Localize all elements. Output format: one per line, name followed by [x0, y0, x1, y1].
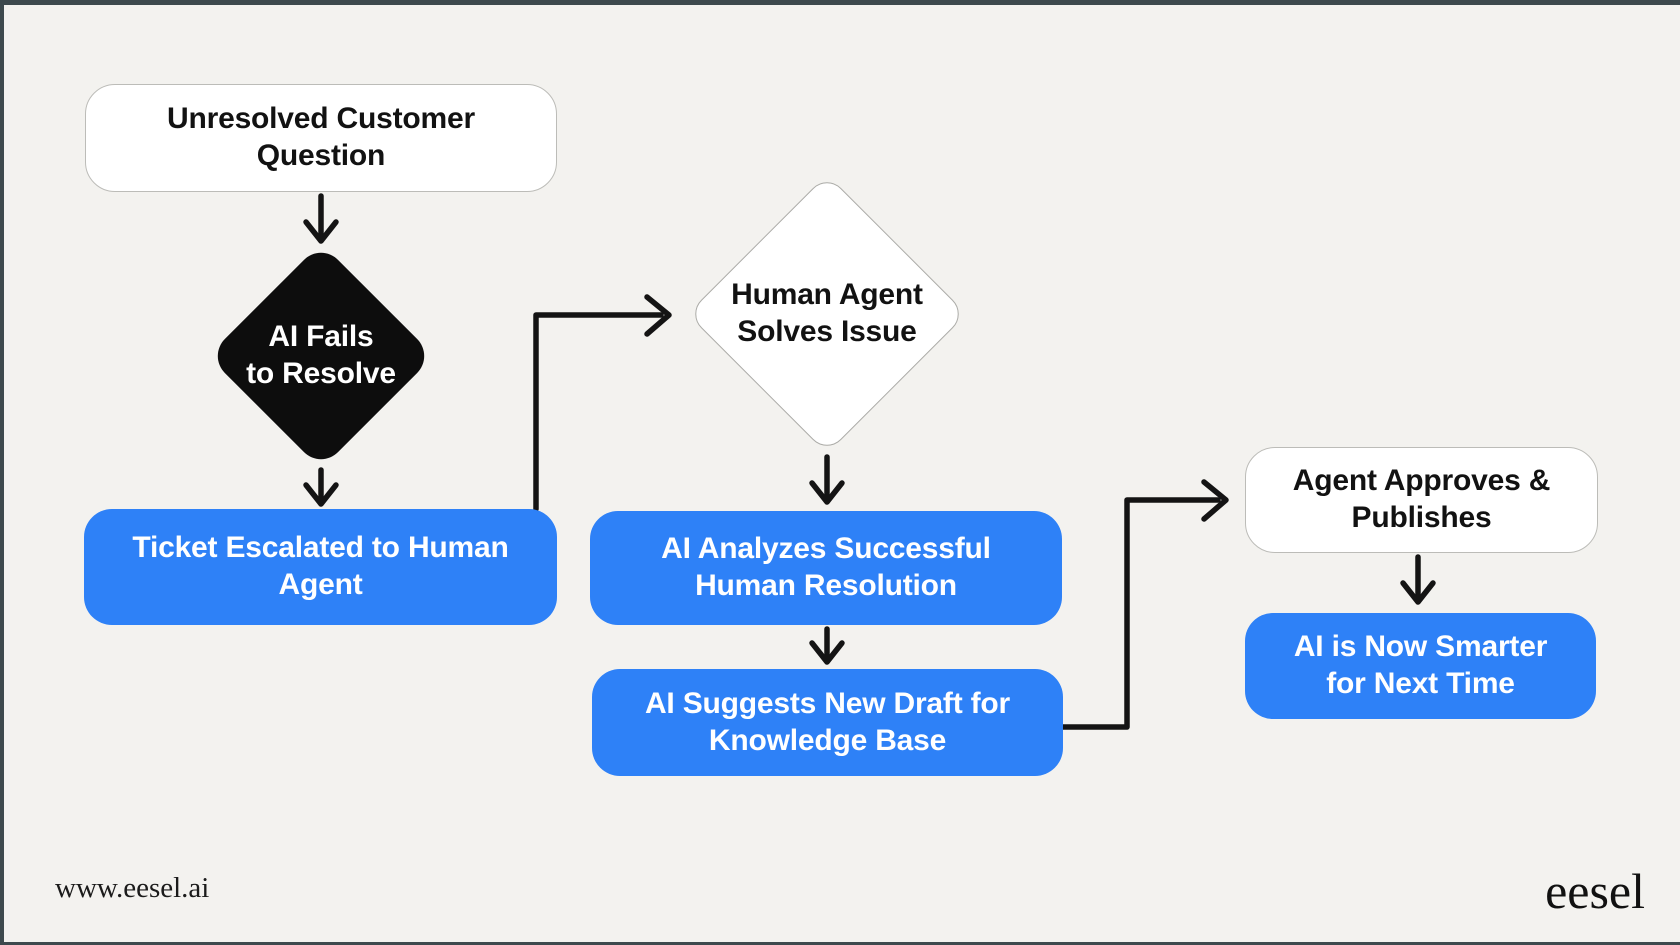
arrowhead-aifails-to-ticket [303, 482, 339, 507]
canvas-edge-left [0, 0, 4, 945]
node-ai-suggests-draft: AI Suggests New Draft for Knowledge Base [592, 669, 1063, 776]
node-ai-suggests-label: AI Suggests New Draft for Knowledge Base [644, 686, 1011, 757]
node-ai-analyzes-resolution: AI Analyzes Successful Human Resolution [590, 511, 1062, 625]
connector-ticket-to-humansolves [533, 312, 664, 512]
node-human-solves-label: Human Agent Solves Issue [731, 278, 923, 348]
node-ai-now-smarter: AI is Now Smarter for Next Time [1245, 613, 1596, 719]
node-ai-fails-to-resolve: AI Fails to Resolve [207, 242, 435, 470]
canvas-edge-top [0, 0, 1680, 5]
node-unresolved-customer-question: Unresolved Customer Question [85, 84, 557, 192]
arrowhead-approves-to-smarter [1400, 580, 1436, 605]
arrowhead-ticket-to-humansolves [644, 294, 672, 337]
arrowhead-suggests-to-approves [1201, 479, 1229, 522]
node-human-agent-solves-issue: Human Agent Solves Issue [686, 173, 968, 455]
arrowhead-unresolved-to-aifails [303, 219, 339, 244]
eesel-logo-wordmark: eesel [1545, 863, 1645, 919]
node-agent-approves-label: Agent Approves & Publishes [1292, 464, 1551, 534]
website-url: www.eesel.ai [55, 872, 210, 904]
node-ticket-escalated-label: Ticket Escalated to Human Agent [132, 531, 509, 601]
canvas-edge-bottom [0, 942, 1680, 945]
arrowhead-analyzes-to-suggests [809, 640, 845, 665]
node-unresolved-label: Unresolved Customer Question [167, 102, 475, 172]
node-ticket-escalated: Ticket Escalated to Human Agent [84, 509, 557, 625]
node-ai-analyzes-label: AI Analyzes Successful Human Resolution [661, 532, 991, 602]
connector-suggests-to-approves [1060, 497, 1221, 730]
node-agent-approves-publishes: Agent Approves & Publishes [1245, 447, 1598, 553]
node-ai-smarter-label: AI is Now Smarter for Next Time [1293, 630, 1548, 700]
arrowhead-humansolves-to-analyzes [809, 480, 845, 505]
node-ai-fails-label: AI Fails to Resolve [246, 320, 396, 390]
